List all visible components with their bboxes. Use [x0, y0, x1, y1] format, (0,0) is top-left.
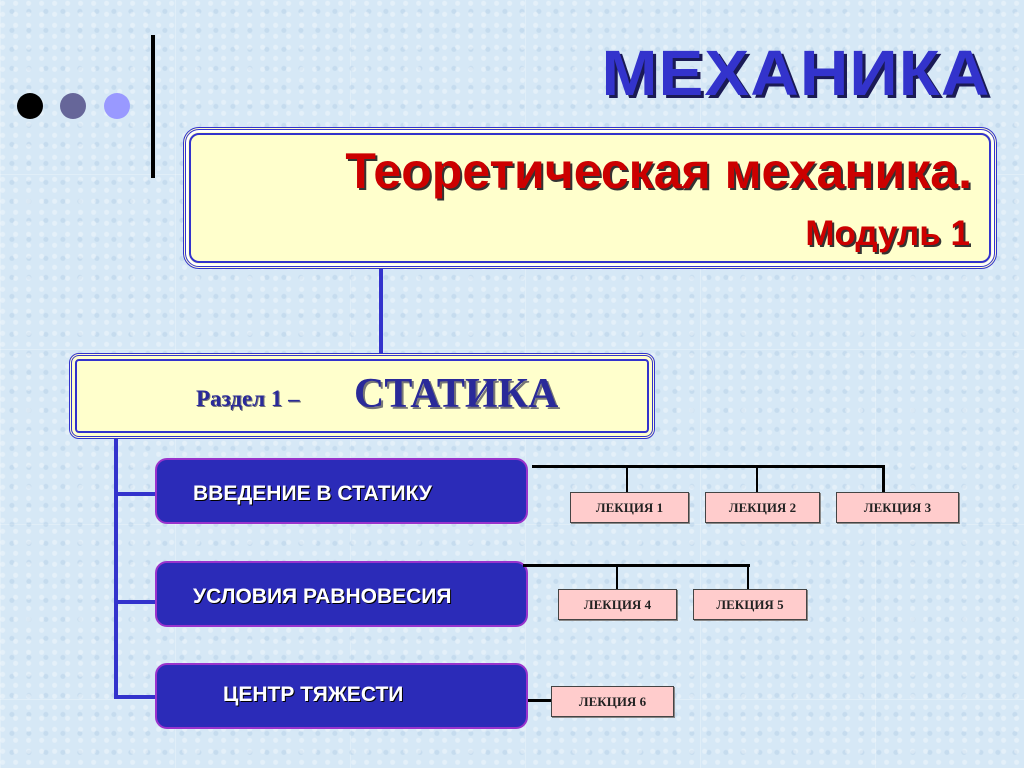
lecture-6[interactable]: ЛЕКЦИЯ 6 [551, 686, 674, 717]
connector [114, 600, 156, 604]
connector [528, 699, 551, 702]
slide-title: МЕХАНИКА [601, 37, 990, 109]
bullet-dot-icon [104, 93, 130, 119]
topic-label: УСЛОВИЯ РАВНОВЕСИЯ [193, 585, 452, 608]
connector [114, 695, 156, 699]
lecture-1[interactable]: ЛЕКЦИЯ 1 [570, 492, 689, 523]
divider [151, 35, 155, 178]
topic-label: ВВЕДЕНИЕ В СТАТИКУ [193, 482, 432, 505]
lecture-2[interactable]: ЛЕКЦИЯ 2 [705, 492, 820, 523]
lecture-5[interactable]: ЛЕКЦИЯ 5 [693, 589, 807, 620]
connector [114, 492, 156, 496]
connector [747, 564, 749, 589]
connector [532, 465, 885, 468]
course-box: Теоретическая механика. Модуль 1 [183, 127, 997, 269]
section-prefix: Раздел 1 – [196, 386, 300, 411]
course-title: Теоретическая механика. [345, 143, 972, 199]
section-name: СТАТИКА [354, 371, 559, 417]
module-label: Модуль 1 [805, 214, 970, 253]
connector [756, 465, 758, 492]
connector [114, 438, 118, 699]
lecture-4[interactable]: ЛЕКЦИЯ 4 [558, 589, 677, 620]
connector [616, 564, 618, 589]
connector [523, 564, 750, 567]
lecture-3[interactable]: ЛЕКЦИЯ 3 [836, 492, 959, 523]
connector [882, 465, 885, 492]
topic-label: ЦЕНТР ТЯЖЕСТИ [223, 683, 404, 706]
connector [379, 268, 383, 354]
topic-center-of-gravity[interactable]: ЦЕНТР ТЯЖЕСТИ [155, 663, 528, 729]
topic-equilibrium[interactable]: УСЛОВИЯ РАВНОВЕСИЯ [155, 561, 528, 627]
connector [626, 465, 628, 492]
bullet-dot-icon [60, 93, 86, 119]
bullet-dot-icon [17, 93, 43, 119]
topic-introduction[interactable]: ВВЕДЕНИЕ В СТАТИКУ [155, 458, 528, 524]
section-box: Раздел 1 – СТАТИКА [69, 353, 655, 439]
